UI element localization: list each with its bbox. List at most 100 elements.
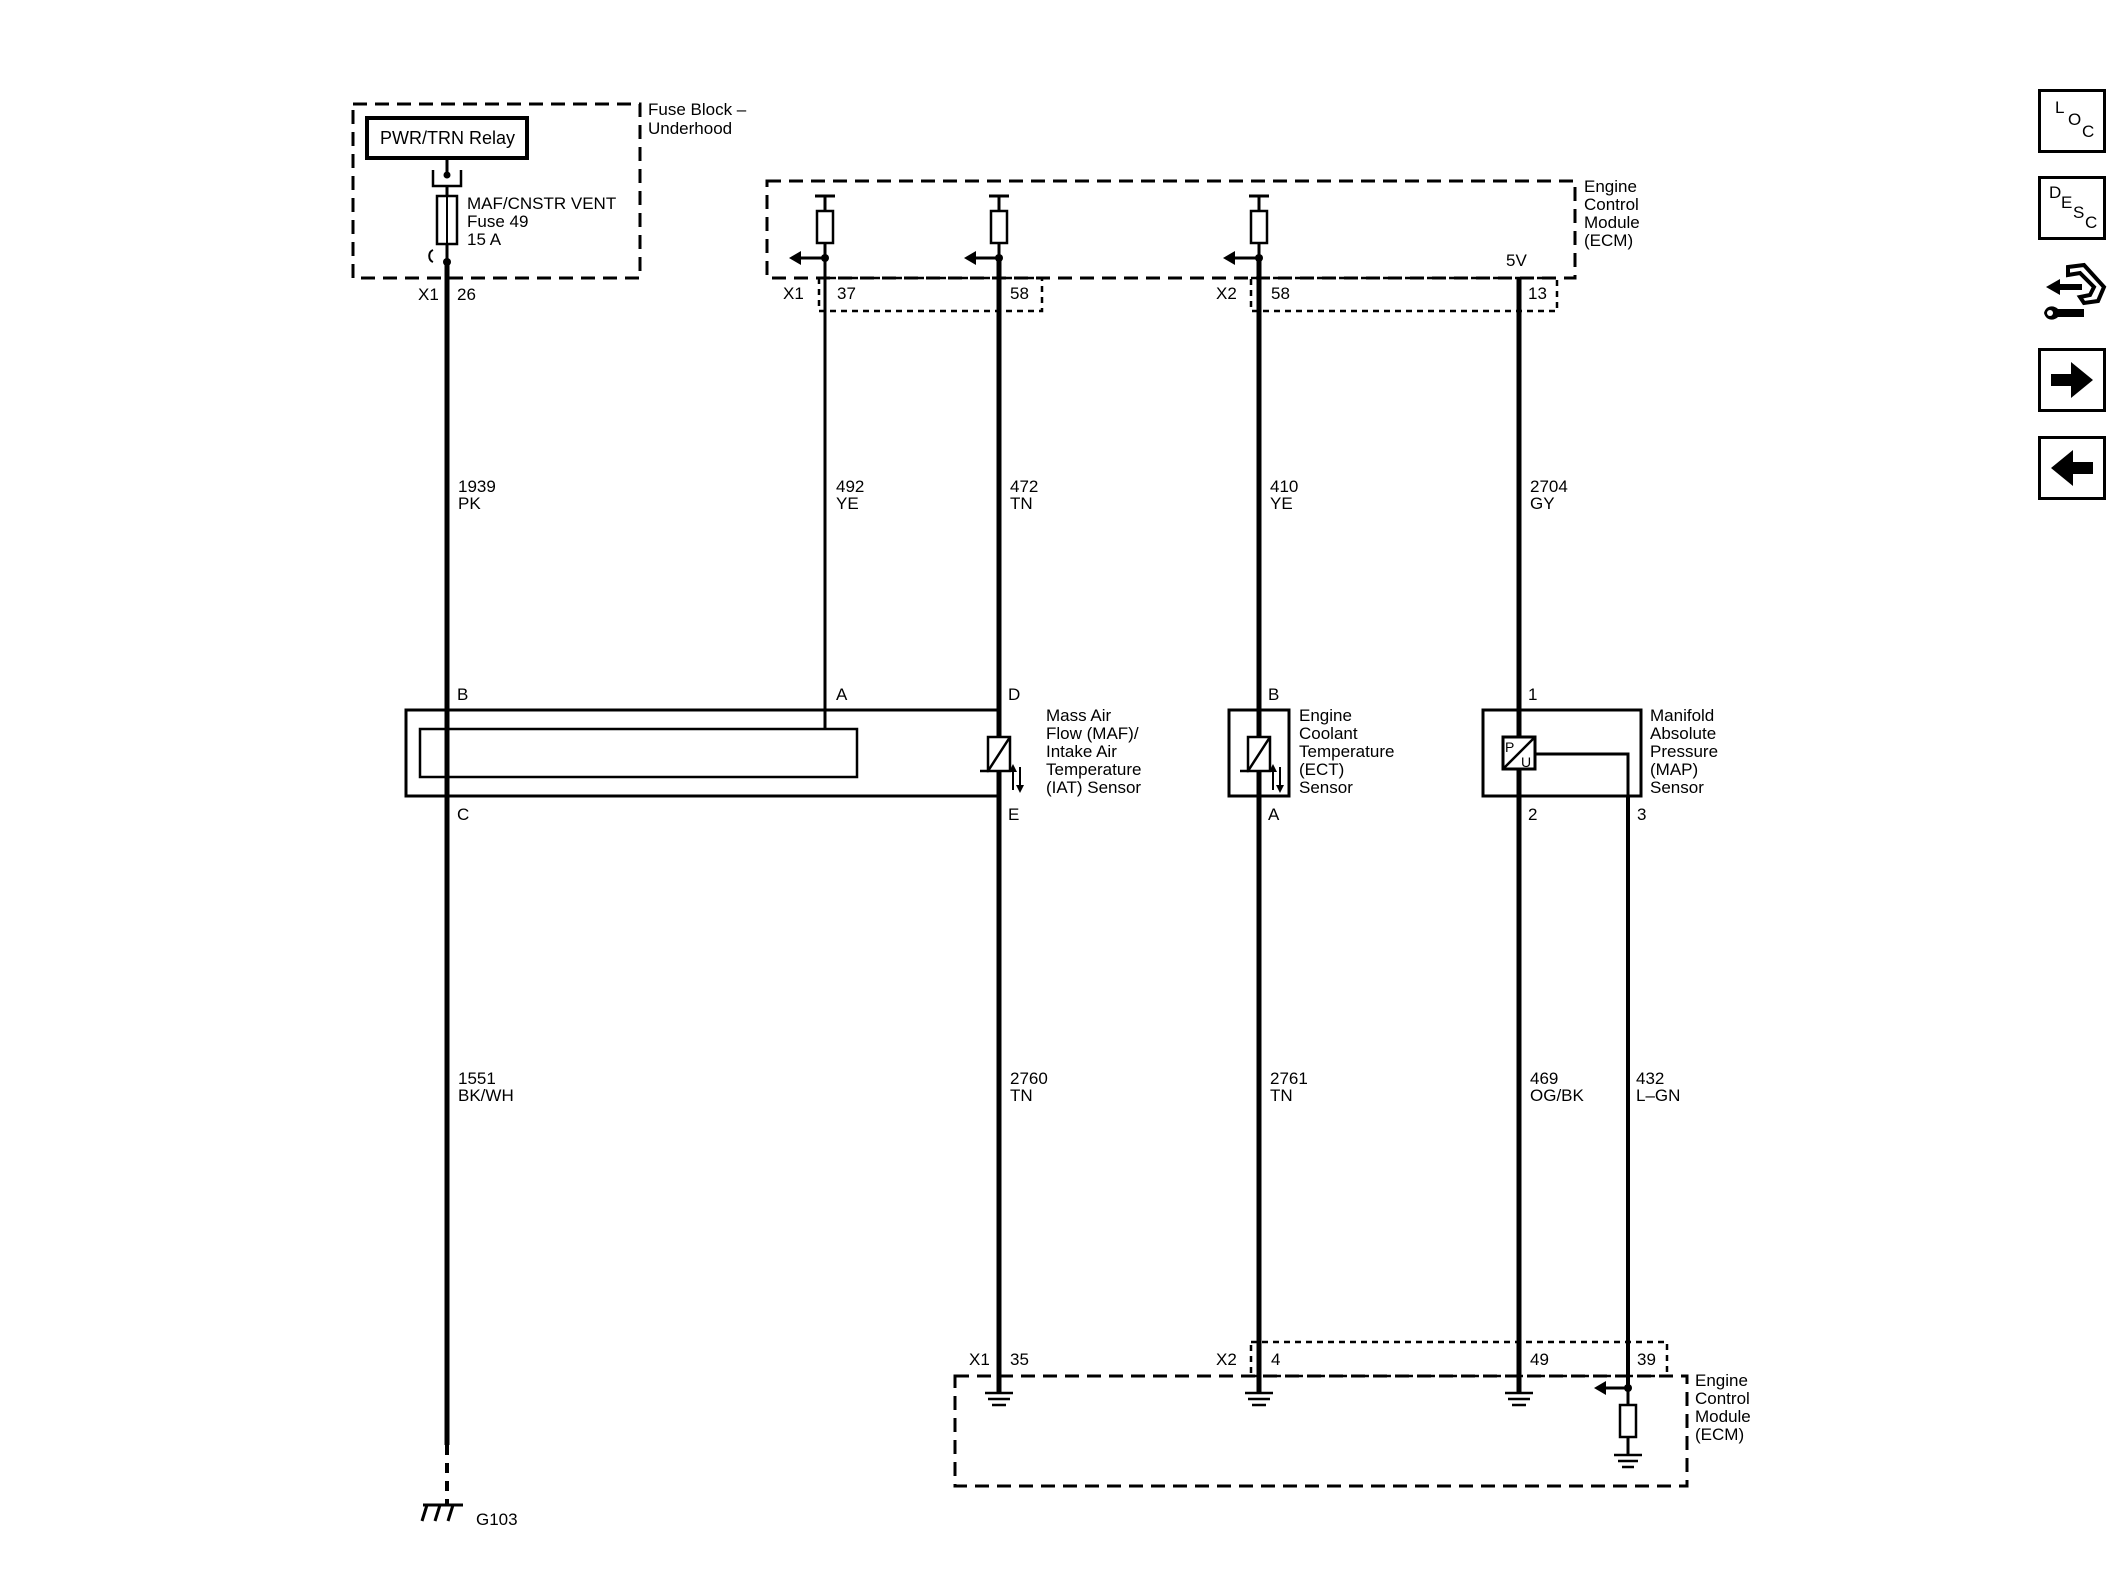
next-page-button[interactable] xyxy=(2038,348,2106,412)
wire-label-circuit: 1551 xyxy=(458,1069,496,1088)
wire-label-circuit: 492 xyxy=(836,477,864,496)
ect-pin-a: A xyxy=(1268,805,1280,824)
ecm-top-conn-x1: X1 xyxy=(783,284,804,303)
wire-label-color: TN xyxy=(1010,494,1033,513)
wire-label-color: TN xyxy=(1270,1086,1293,1105)
desc-icon-d: D xyxy=(2049,183,2062,202)
ecm-ground-49 xyxy=(1505,1391,1533,1407)
ect-sensor: B A Engine Coolant Temperature (ECT) Sen… xyxy=(1227,685,1394,824)
ecm-top-title-3: Module xyxy=(1584,213,1640,232)
ecm-top: Engine Control Module (ECM) xyxy=(765,177,1640,313)
maf-iat-sensor: B A D C E Mass Air Flow (MAF)/ Intake Ai… xyxy=(404,685,1141,824)
arrow-right-icon xyxy=(2051,362,2093,398)
maf-label-3: Intake Air xyxy=(1046,742,1117,761)
relay-label: PWR/TRN Relay xyxy=(380,128,515,148)
ecm-top-pin-58b: 58 xyxy=(1271,284,1290,303)
wire-label-color: BK/WH xyxy=(458,1086,514,1105)
ground-label: G103 xyxy=(476,1510,518,1529)
wire-label-color: TN xyxy=(1010,1086,1033,1105)
map-label-2: Absolute xyxy=(1650,724,1716,743)
ecm-pullup-492 xyxy=(789,194,835,265)
ecm-top-title-4: (ECM) xyxy=(1584,231,1633,250)
maf-label-1: Mass Air xyxy=(1046,706,1112,725)
ect-pin-b: B xyxy=(1268,685,1279,704)
fuse-connector-x1: X1 xyxy=(418,285,439,304)
arrow-left-icon xyxy=(2051,450,2093,486)
description-button[interactable]: D E S C xyxy=(2038,176,2106,240)
maf-label-5: (IAT) Sensor xyxy=(1046,778,1141,797)
maf-label-2: Flow (MAF)/ xyxy=(1046,724,1139,743)
map-symbol-p: P xyxy=(1505,739,1514,755)
ground-g103: G103 xyxy=(420,1503,518,1529)
previous-page-button[interactable] xyxy=(2038,436,2106,500)
ect-label-2: Coolant xyxy=(1299,724,1358,743)
ecm-bottom-title-4: (ECM) xyxy=(1695,1425,1744,1444)
wire-label-color: OG/BK xyxy=(1530,1086,1585,1105)
fuse-block: Fuse Block – Underhood PWR/TRN Relay MAF… xyxy=(351,100,747,304)
ect-label-4: (ECT) xyxy=(1299,760,1344,779)
ecm-bottom-pin-35: 35 xyxy=(1010,1350,1029,1369)
connector-wrench-icon xyxy=(2044,262,2107,320)
maf-label-4: Temperature xyxy=(1046,760,1141,779)
fuse-block-title-1: Fuse Block – xyxy=(648,100,747,119)
desc-icon-c: C xyxy=(2085,213,2098,232)
ecm-bottom-title-3: Module xyxy=(1695,1407,1751,1426)
wire-lines xyxy=(444,258,1630,1505)
fuse-label-2: Fuse 49 xyxy=(467,212,528,231)
wire-label-color: YE xyxy=(836,494,859,513)
map-label-5: Sensor xyxy=(1650,778,1704,797)
wire-label-circuit: 2704 xyxy=(1530,477,1568,496)
wire-label-color: PK xyxy=(458,494,481,513)
ecm-input-39 xyxy=(1594,1381,1642,1469)
ect-label-3: Temperature xyxy=(1299,742,1394,761)
desc-icon-s: S xyxy=(2073,203,2085,222)
wire-label-circuit: 469 xyxy=(1530,1069,1558,1088)
fuse-pin-26: 26 xyxy=(457,285,476,304)
loc-icon-c: C xyxy=(2082,122,2095,141)
ecm-bottom-conn-x1: X1 xyxy=(969,1350,990,1369)
map-label-4: (MAP) xyxy=(1650,760,1698,779)
ecm-top-conn-x2: X2 xyxy=(1216,284,1237,303)
ecm-top-pin-58a: 58 xyxy=(1010,284,1029,303)
location-button[interactable]: L O C xyxy=(2038,89,2106,153)
map-label-1: Manifold xyxy=(1650,706,1714,725)
wire-label-color: L–GN xyxy=(1636,1086,1680,1105)
maf-pin-c: C xyxy=(457,805,469,824)
ecm-top-pin-37: 37 xyxy=(837,284,856,303)
ecm-bottom-title-2: Control xyxy=(1695,1389,1750,1408)
connector-wrench-button[interactable] xyxy=(2038,257,2110,329)
wire-label-color: GY xyxy=(1530,494,1555,513)
maf-pin-e: E xyxy=(1008,805,1019,824)
wire-label-circuit: 432 xyxy=(1636,1069,1664,1088)
loc-icon-l: L xyxy=(2055,98,2065,117)
fuse-block-title-2: Underhood xyxy=(648,119,732,138)
ecm-bottom-pin-49: 49 xyxy=(1530,1350,1549,1369)
ecm-bottom-title-1: Engine xyxy=(1695,1371,1748,1390)
fuse-label-3: 15 A xyxy=(467,230,502,249)
ecm-top-voltage: 5V xyxy=(1506,251,1527,270)
wire-label-circuit: 410 xyxy=(1270,477,1298,496)
ecm-ground-35 xyxy=(985,1391,1013,1407)
ect-label-1: Engine xyxy=(1299,706,1352,725)
wire-labels: 1939 PK 492 YE 472 TN 410 YE 2704 GY 155… xyxy=(458,477,1680,1105)
loc-icon-o: O xyxy=(2068,110,2082,129)
map-symbol-u: U xyxy=(1521,754,1531,770)
map-pin-2: 2 xyxy=(1528,805,1537,824)
ecm-bottom-pin-39: 39 xyxy=(1637,1350,1656,1369)
wire-label-circuit: 2761 xyxy=(1270,1069,1308,1088)
desc-icon-e: E xyxy=(2061,193,2073,212)
fuse-label-1: MAF/CNSTR VENT xyxy=(467,194,616,213)
ecm-top-title-1: Engine xyxy=(1584,177,1637,196)
map-pin-1: 1 xyxy=(1528,685,1537,704)
ecm-pullup-472 xyxy=(964,194,1009,265)
ecm-bottom-conn-x2: X2 xyxy=(1216,1350,1237,1369)
ecm-ground-4 xyxy=(1245,1391,1273,1407)
wire-label-color: YE xyxy=(1270,494,1293,513)
wire-label-circuit: 472 xyxy=(1010,477,1038,496)
ecm-pullup-410 xyxy=(1223,194,1269,265)
map-sensor: P U 1 2 3 Manifold Absolute Pressure (MA… xyxy=(1481,685,1718,824)
ecm-top-title-2: Control xyxy=(1584,195,1639,214)
ect-label-5: Sensor xyxy=(1299,778,1353,797)
map-pin-3: 3 xyxy=(1637,805,1646,824)
